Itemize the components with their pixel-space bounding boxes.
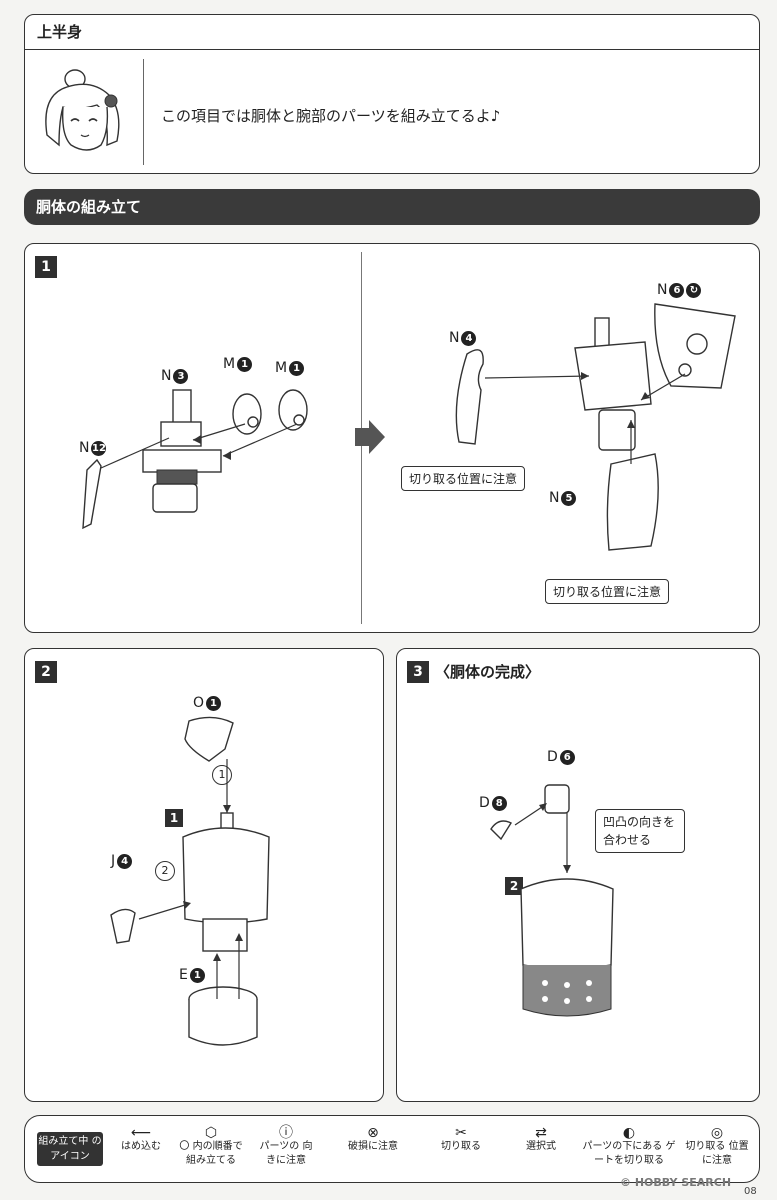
legend-item-orientation: ⓘ パーツの 向きに注意 [255, 1126, 317, 1168]
step2-number: 2 [35, 661, 57, 683]
torso-complete-diagram [490, 784, 614, 1017]
legend-item-break: ⊗ 破損に注意 [343, 1126, 403, 1154]
part-number-badge: 4 [461, 330, 477, 346]
section-intro: この項目では胴体と腕部のパーツを組み立てるよ♪ [161, 107, 501, 125]
torso-assembly-diagram [110, 716, 270, 1046]
part-number-badge: 12 [91, 440, 107, 456]
caution-tag-cut-position: 切り取る位置に注意 [401, 466, 526, 491]
note-align-notches: 凹凸の向きを 合わせる [595, 809, 685, 853]
part-number-badge: 3 [173, 368, 189, 384]
torso-frame-diagram [82, 389, 308, 530]
legend-item-select: ⇄ 選択式 [511, 1126, 571, 1154]
legend-item-cut-position: ◎ 切り取る 位置に注意 [685, 1125, 749, 1166]
part-number-badge: 1 [189, 967, 205, 983]
legend-item-order: ⬡ 〇 内の順番で 組み立てる [173, 1126, 249, 1168]
step3-title: 〈胴体の完成〉 [435, 663, 541, 681]
icon-legend-box: 組み立て中 のアイコン ⟵ はめ込む ⬡ 〇 内の順番で 組み立てる ⓘ パーツ… [24, 1115, 760, 1183]
caution-tag-cut-position: 切り取る位置に注意 [545, 579, 670, 604]
page-number: 08 [744, 1186, 757, 1197]
order-badge-2: 2 [155, 861, 175, 881]
hexagon-order-icon: ⬡ [204, 1125, 218, 1141]
torso-frame-covers-diagram [455, 303, 736, 551]
legend-title: 組み立て中 のアイコン [37, 1132, 103, 1166]
legend-item-gate: ◐ パーツの下にある ゲートを切り取る [582, 1125, 676, 1166]
cut-position-icon: ◎ [710, 1125, 724, 1141]
part-number-badge: 5 [561, 490, 577, 506]
cut-icon: ✂ [455, 1125, 467, 1141]
section-header-box: 上半身 この項目では胴体と腕部のパーツを組み立てるよ♪ [24, 14, 760, 174]
legend-item-cut: ✂ 切り取る [431, 1126, 491, 1154]
section-title: 上半身 [37, 23, 83, 41]
arrow-left-icon: ⟵ [130, 1125, 152, 1141]
step3-number: 3 [407, 661, 429, 683]
part-number-badge: 6 [559, 749, 575, 765]
part-number-badge: 1 [206, 695, 222, 711]
watermark: © HOBBY SEARCH [620, 1176, 732, 1189]
gate-cut-icon: ↻ [686, 282, 702, 298]
select-arrows-icon: ⇄ [535, 1125, 547, 1141]
part-number-badge: 6 [669, 282, 685, 298]
part-number-badge: 4 [117, 853, 133, 869]
subsection-title: 胴体の組み立て [24, 189, 760, 225]
part-number-badge: 1 [289, 360, 305, 376]
avatar-divider [143, 59, 144, 165]
break-caution-icon: ⊗ [367, 1125, 379, 1141]
next-step-arrow-icon [355, 420, 385, 454]
gate-cut-icon: ◐ [622, 1125, 636, 1141]
avatar-character-icon [45, 69, 120, 151]
legend-item-fit: ⟵ はめ込む [109, 1126, 173, 1154]
part-number-badge: 8 [491, 795, 507, 811]
header-divider [25, 49, 759, 50]
step3-ref-step2: 2 [505, 877, 523, 895]
step1-number: 1 [35, 256, 57, 278]
part-number-badge: 1 [237, 356, 253, 372]
warning-icon: ⓘ [279, 1125, 293, 1141]
step2-ref-step1: 1 [165, 809, 183, 827]
